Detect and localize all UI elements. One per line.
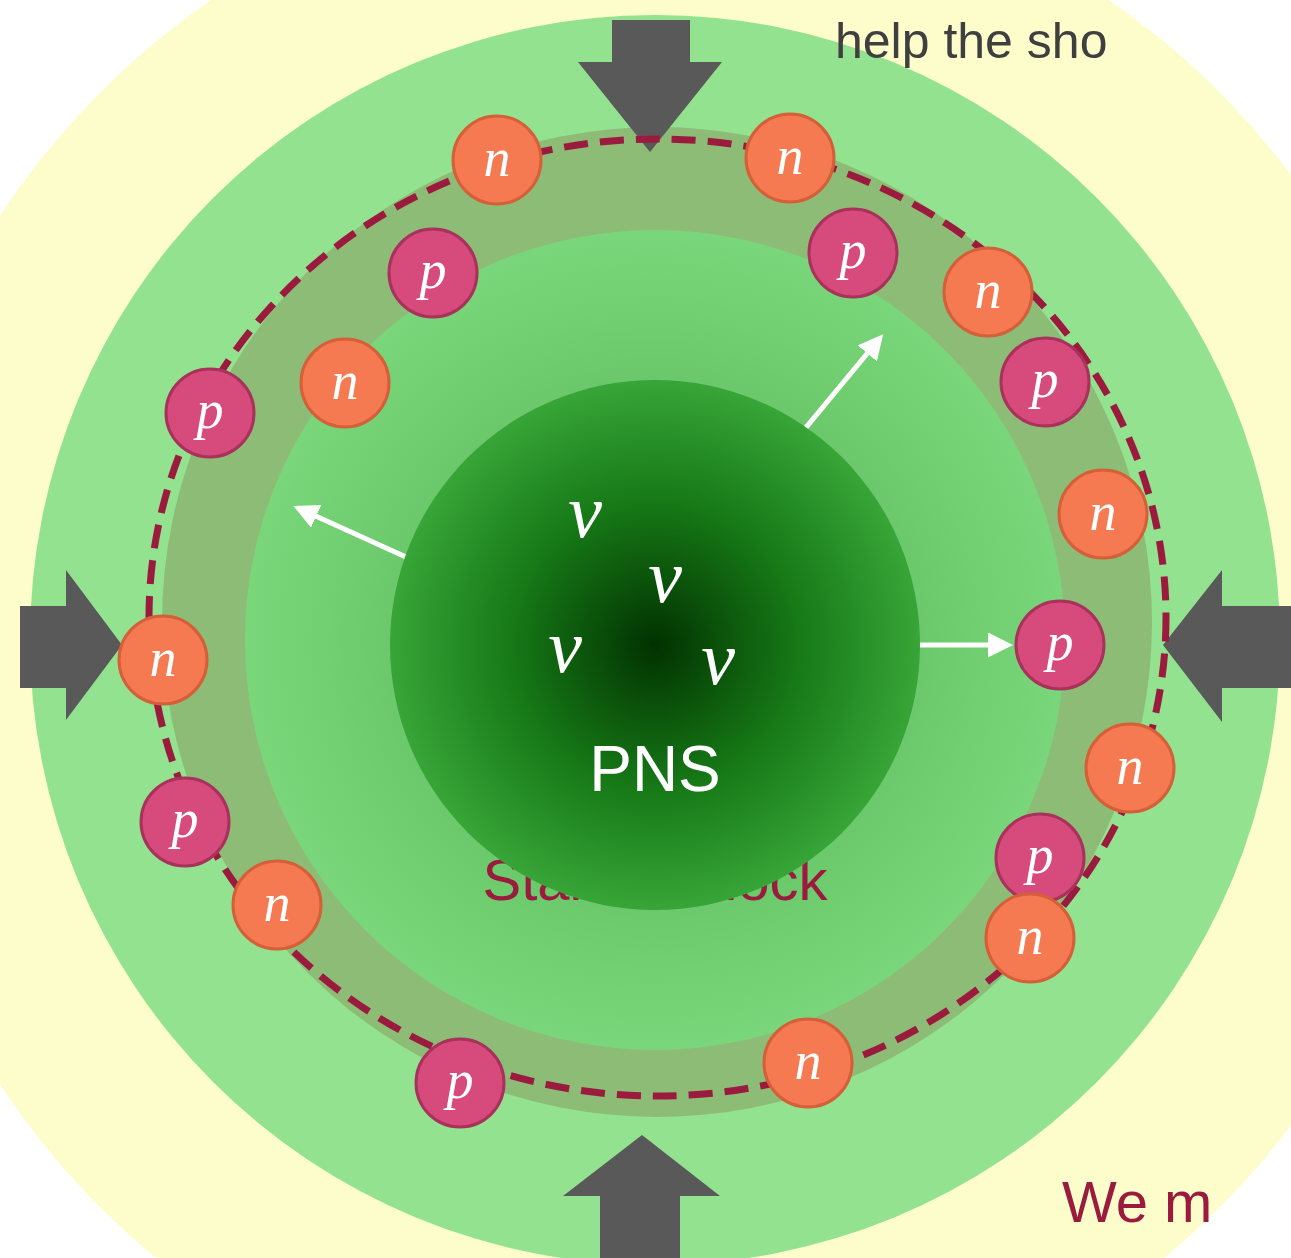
particle-fill [389, 229, 477, 317]
pns-circle [390, 380, 920, 910]
infalling-matter [30, 15, 1280, 1258]
particle-label: p [1032, 352, 1059, 406]
proton-particle: p [387, 227, 479, 319]
pns-label-holder: PNS [355, 734, 955, 804]
particle-fill [1086, 724, 1174, 812]
neutrino-symbol: ν [701, 616, 735, 700]
particle-label: p [447, 1053, 474, 1107]
proton-particle: p [414, 1037, 506, 1129]
particle-label: n [777, 129, 804, 183]
shock-dashed-line [149, 139, 1166, 1096]
particle-fill [301, 339, 389, 427]
pns-label: PNS [589, 733, 721, 805]
particle-fill [944, 248, 1032, 336]
particle-label: n [150, 631, 177, 685]
neutron-particle: n [744, 112, 836, 204]
particle-fill [764, 1019, 852, 1107]
pns-disk [390, 380, 920, 910]
note-fragment-holder: We m [1062, 1168, 1212, 1235]
heading-fragment-holder: help the sho [835, 12, 1107, 70]
particle-fill [416, 1039, 504, 1127]
neutrino-symbol: ν [648, 534, 682, 618]
particle-fill [233, 861, 321, 949]
gain-region [245, 230, 1065, 1050]
neutron-particle: n [984, 892, 1076, 984]
particle-label: n [975, 263, 1002, 317]
infall-arrow [1163, 570, 1291, 722]
heading-fragment: help the sho [835, 13, 1107, 69]
stalled-shock: Stalled shockννννPNSnnppnnppnpnnppnnnp [145, 135, 1170, 1100]
particle-fill [453, 116, 541, 204]
neutrino-symbol-holder: ν [418, 620, 1018, 696]
particle-fill [1001, 338, 1089, 426]
neutron-particle: n [1057, 468, 1149, 560]
particle-label: p [197, 383, 224, 437]
particle-fill [986, 894, 1074, 982]
particle-label: n [264, 876, 291, 930]
particle-label: p [420, 243, 447, 297]
neutron-particle: n [762, 1017, 854, 1109]
particle-fill [996, 814, 1084, 902]
proton-particle: p [164, 367, 256, 459]
neutron-particle: n [231, 859, 323, 951]
particle-fill [1059, 470, 1147, 558]
neutrino-symbol-holder: ν [265, 608, 865, 684]
neutron-particle: n [299, 337, 391, 429]
particle-fill [166, 369, 254, 457]
neutrino-symbol-holder: ν [285, 473, 885, 549]
particle-label: p [840, 223, 867, 277]
note-fragment: We m [1062, 1169, 1212, 1234]
particle-fill [119, 616, 207, 704]
neutron-particle: n [942, 246, 1034, 338]
infall-arrow [578, 20, 722, 152]
particle-label: n [484, 131, 511, 185]
particle-label: n [1017, 909, 1044, 963]
neutrino-symbol-holder: ν [365, 538, 965, 614]
particle-fill [1016, 601, 1104, 689]
neutron-particle: n [1084, 722, 1176, 814]
proton-particle: p [994, 812, 1086, 904]
proton-particle: p [139, 776, 231, 868]
proto-neutron-star: ννννPNS [390, 380, 920, 910]
particle-fill [141, 778, 229, 866]
particle-label: n [1090, 485, 1117, 539]
neutrino-symbol: ν [548, 604, 582, 688]
particle-label: p [172, 792, 199, 846]
infall-arrow [563, 1135, 720, 1258]
neutrino-symbol: ν [568, 469, 602, 553]
particle-fill [746, 114, 834, 202]
infall-arrow [20, 570, 122, 720]
particle-label: n [332, 354, 359, 408]
particle-label: p [1027, 828, 1054, 882]
particle-fill [809, 209, 897, 297]
proton-particle: p [807, 207, 899, 299]
particle-label: n [1117, 739, 1144, 793]
particle-label: p [1047, 615, 1074, 669]
proton-particle: p [1014, 599, 1106, 691]
proton-particle: p [999, 336, 1091, 428]
particle-label: n [795, 1034, 822, 1088]
neutron-particle: n [451, 114, 543, 206]
neutron-particle: n [117, 614, 209, 706]
